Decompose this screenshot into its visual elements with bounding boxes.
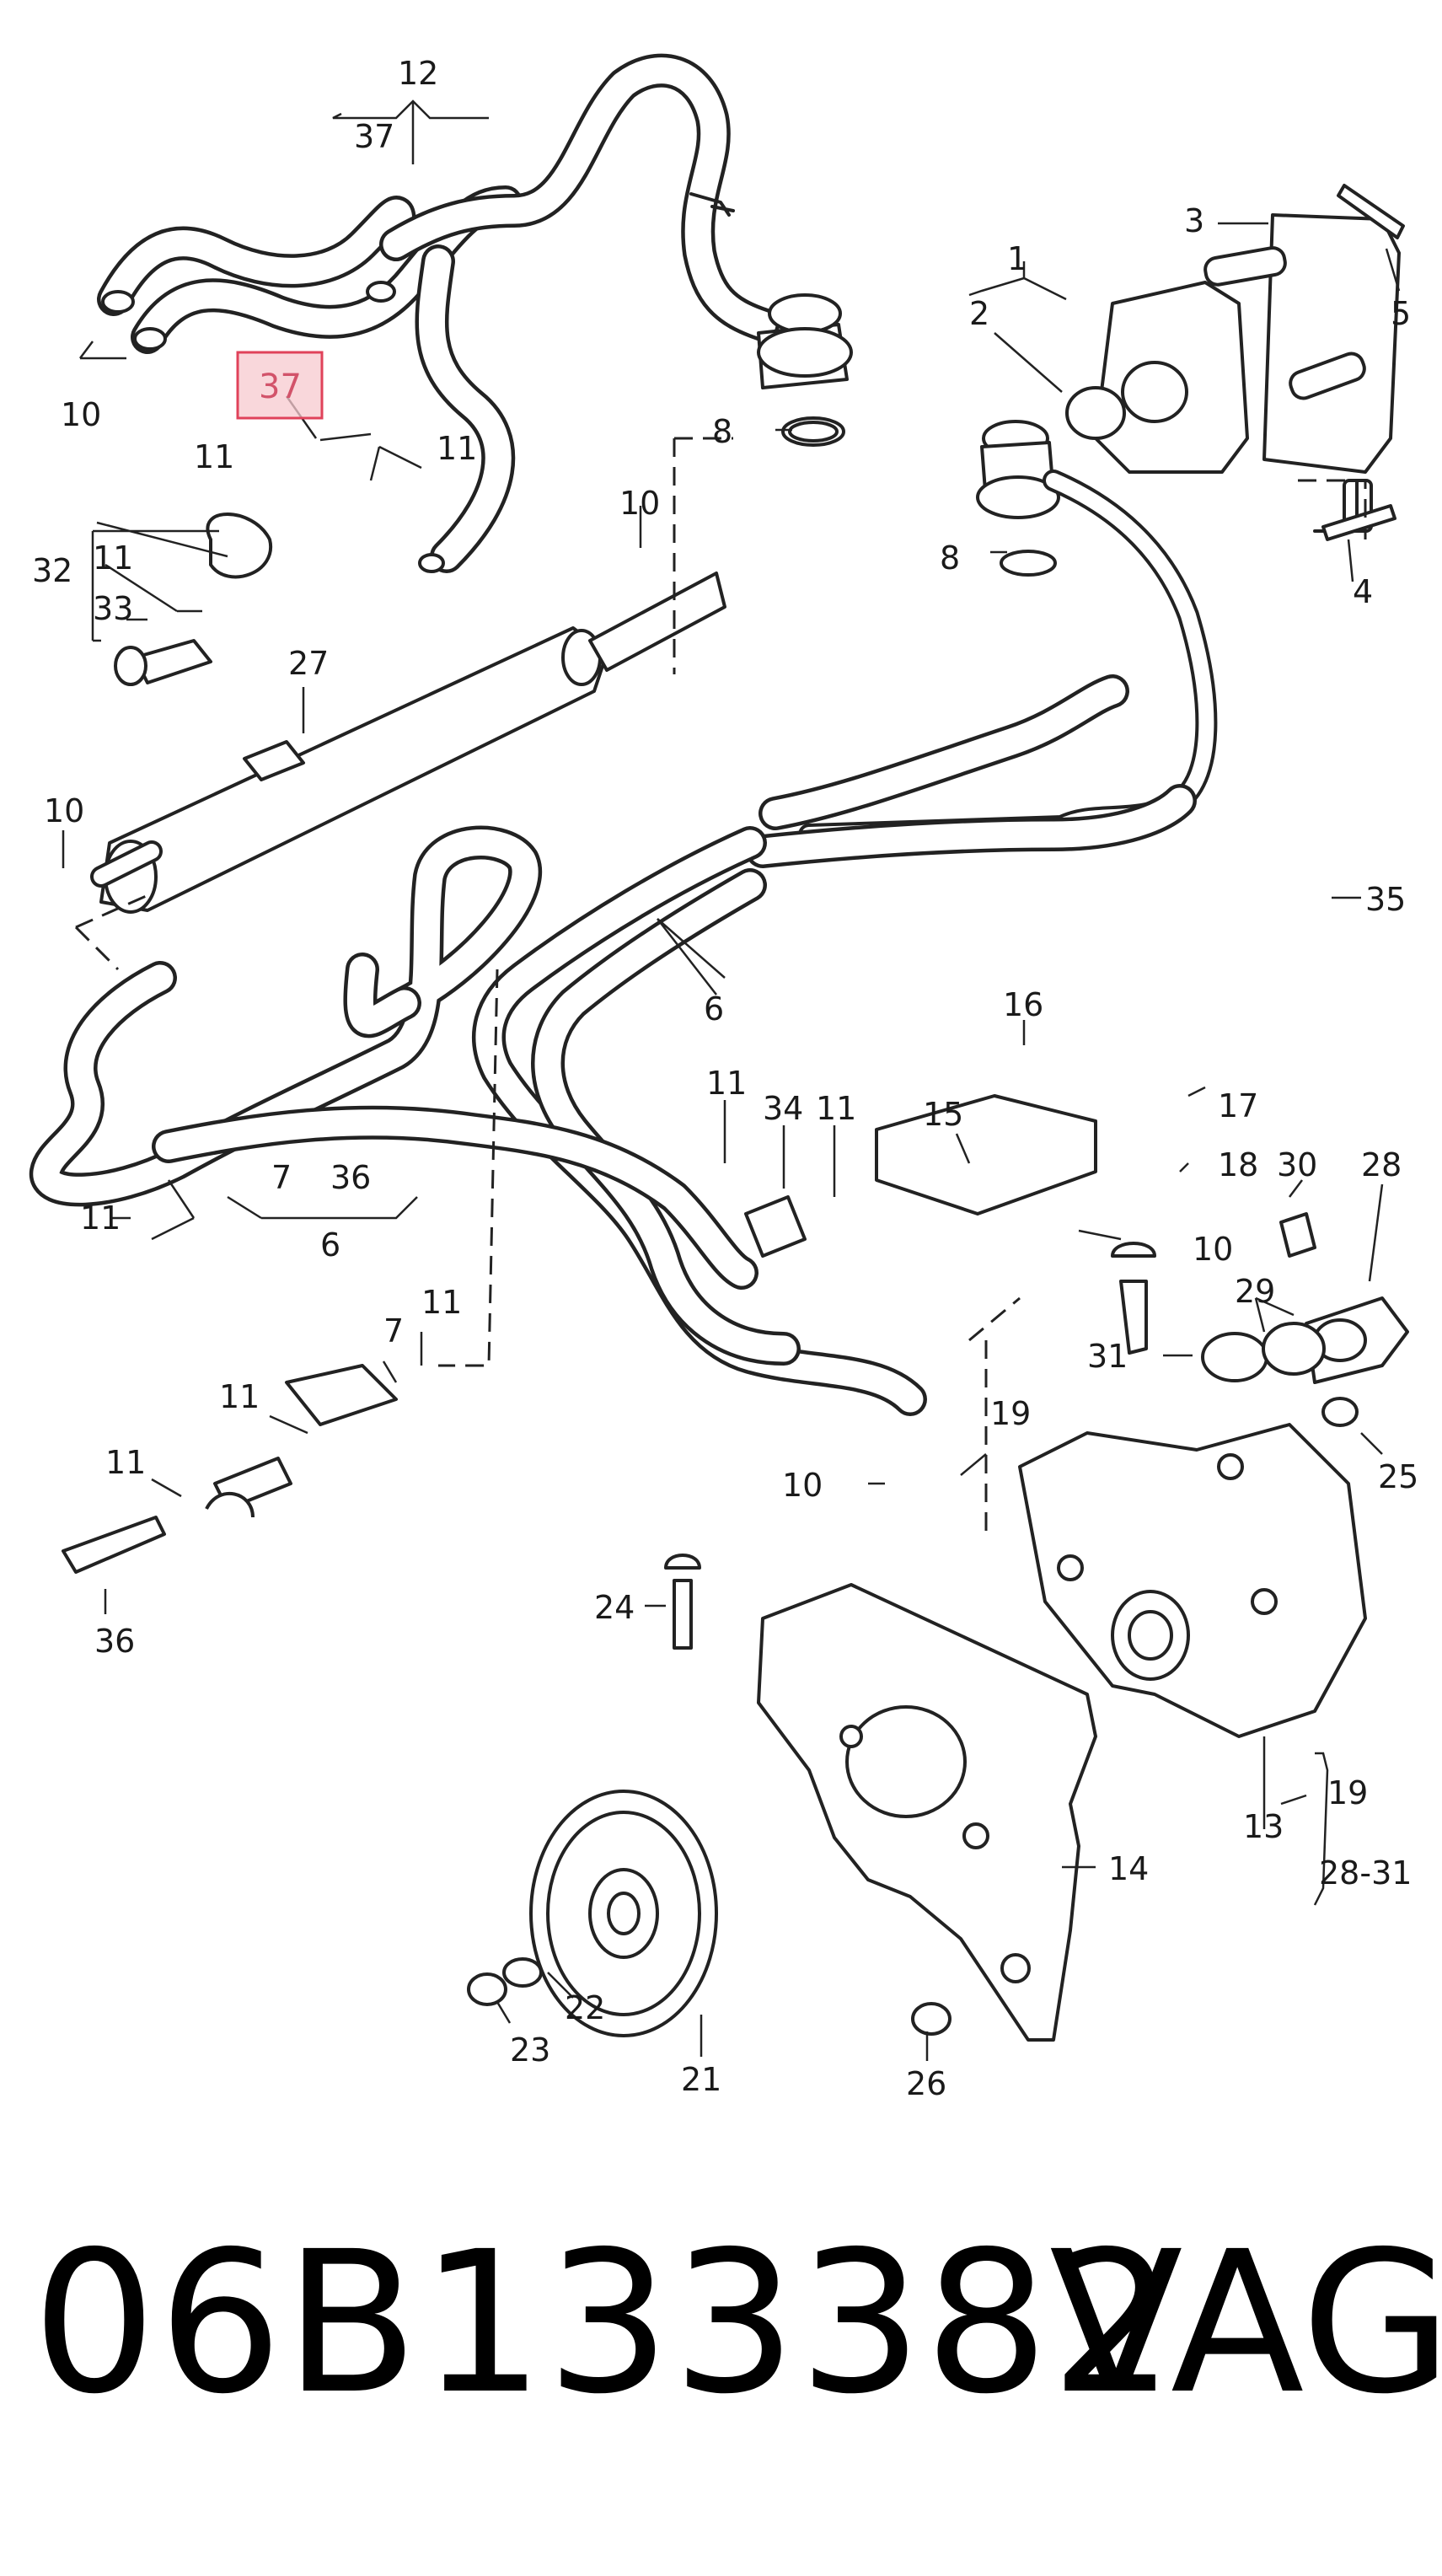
part-labels: 12 37 10 11 11 32 11 33 27 10 10 8 8 1 2… (32, 55, 1418, 2102)
label-5: 5 (1391, 295, 1411, 332)
part-number: 06B133382 (32, 2209, 1177, 2437)
label-22: 22 (565, 1989, 605, 2026)
label-10-d: 10 (1193, 1231, 1233, 1268)
label-3: 3 (1184, 202, 1204, 239)
label-8-a: 8 (712, 413, 732, 450)
label-34: 34 (763, 1090, 803, 1127)
label-10-b: 10 (619, 485, 660, 522)
label-13: 13 (1243, 1808, 1284, 1845)
hose-assembly-12 (97, 53, 780, 573)
highlight-label[interactable]: 37 (259, 368, 302, 406)
label-7-b: 7 (383, 1312, 404, 1350)
leader-lines (62, 99, 1401, 2061)
label-11-d: 11 (706, 1065, 747, 1102)
label-19-a: 19 (990, 1395, 1031, 1432)
label-28-31: 28-31 (1319, 1854, 1412, 1892)
label-8-b: 8 (940, 539, 960, 577)
small-fittings (62, 513, 1097, 1574)
label-17: 17 (1218, 1087, 1258, 1124)
exploded-parts-diagram: 12 37 10 11 11 32 11 33 27 10 10 8 8 1 2… (29, 53, 1418, 2102)
label-11-g: 11 (421, 1284, 462, 1321)
label-28: 28 (1361, 1146, 1402, 1183)
label-27: 27 (288, 645, 329, 682)
label-6-b: 6 (320, 1226, 340, 1264)
cap-upper (757, 293, 853, 447)
label-11-c: 11 (93, 539, 133, 577)
label-11-f: 11 (80, 1199, 121, 1237)
label-11-a: 11 (194, 438, 234, 475)
label-16: 16 (1003, 986, 1043, 1023)
label-36-a: 36 (330, 1159, 371, 1196)
label-35: 35 (1365, 881, 1406, 918)
label-19-b: 19 (1327, 1774, 1368, 1811)
label-10-e: 10 (782, 1467, 823, 1504)
label-11-i: 11 (105, 1444, 146, 1481)
cooler-27 (90, 572, 726, 914)
label-36-b: 36 (94, 1623, 135, 1660)
label-18: 18 (1218, 1146, 1258, 1183)
label-21: 21 (681, 2061, 721, 2098)
label-33: 33 (93, 590, 133, 627)
label-25: 25 (1378, 1458, 1418, 1495)
hoses-6 (472, 674, 1197, 1416)
footer: 06B133382 VAG (0, 2225, 1442, 2478)
label-31: 31 (1087, 1338, 1128, 1375)
label-14: 14 (1108, 1850, 1149, 1887)
pump-13 (1018, 1212, 1409, 1738)
bracket-14 (664, 1554, 1097, 2042)
label-30: 30 (1277, 1146, 1317, 1183)
label-6-a: 6 (704, 990, 724, 1028)
label-32: 32 (32, 552, 72, 589)
label-12: 12 (398, 55, 438, 92)
sprocket-21 (467, 1790, 952, 2037)
label-4: 4 (1353, 573, 1373, 610)
label-11-b: 11 (437, 430, 477, 467)
label-11-e: 11 (816, 1090, 856, 1127)
label-24: 24 (594, 1589, 635, 1626)
highlight-box[interactable] (236, 351, 324, 420)
pump-bracket-assembly (1065, 184, 1405, 541)
label-29: 29 (1235, 1273, 1275, 1310)
label-23: 23 (510, 2031, 550, 2069)
label-7-a: 7 (271, 1159, 292, 1196)
label-10-a: 10 (61, 396, 101, 433)
label-2: 2 (969, 295, 989, 332)
hose-loop-left (29, 825, 759, 1290)
dashed-guides (74, 437, 1367, 1534)
label-11-h: 11 (219, 1378, 260, 1415)
label-15: 15 (923, 1096, 963, 1133)
highlighted-part-37[interactable]: 37 (236, 351, 324, 420)
label-26: 26 (906, 2065, 946, 2102)
label-1: 1 (1007, 240, 1027, 277)
brand-name: VAG (1049, 2209, 1442, 2437)
label-10-c: 10 (44, 792, 84, 829)
label-37-top: 37 (354, 118, 394, 155)
